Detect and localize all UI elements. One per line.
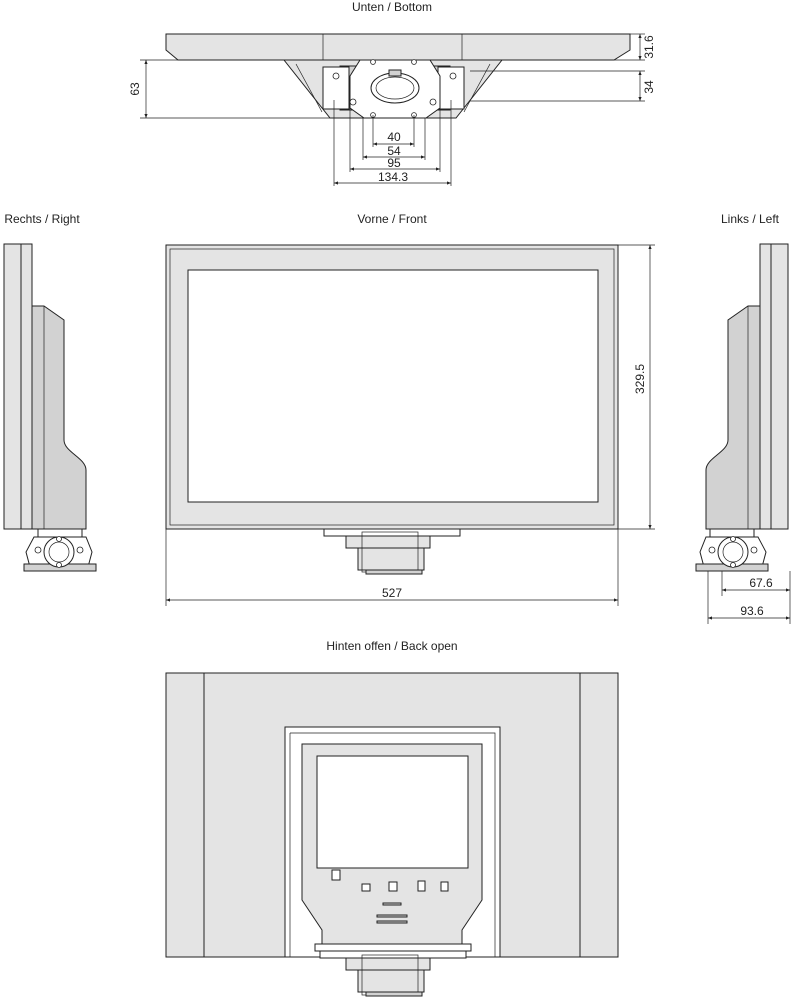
screw-icon bbox=[730, 562, 736, 568]
port-icon bbox=[388, 881, 398, 892]
port-icon bbox=[440, 881, 449, 892]
right-view: Rechts / Right bbox=[3, 212, 97, 572]
screw-icon bbox=[429, 98, 437, 106]
bottom-view-title: Unten / Bottom bbox=[352, 0, 432, 14]
screw-icon bbox=[332, 72, 340, 80]
bottom-view: Unten / Bottom 31.6 3 bbox=[128, 0, 656, 186]
right-view-title: Rechts / Right bbox=[4, 212, 80, 226]
dim-31-6: 31.6 bbox=[642, 35, 656, 59]
dim-67-6: 67.6 bbox=[749, 576, 773, 590]
back-view-title: Hinten offen / Back open bbox=[326, 639, 457, 653]
dim-95: 95 bbox=[387, 156, 401, 170]
screw-icon bbox=[56, 536, 62, 542]
label-plate-icon bbox=[382, 902, 402, 906]
screw-icon bbox=[449, 72, 457, 80]
dim-93-6: 93.6 bbox=[740, 604, 764, 618]
back-display-window bbox=[316, 755, 469, 869]
screw-icon bbox=[750, 546, 758, 554]
dim-34: 34 bbox=[642, 80, 656, 94]
port-icon bbox=[417, 880, 426, 892]
back-view: Hinten offen / Back open bbox=[165, 639, 619, 997]
screw-icon bbox=[349, 98, 357, 106]
dim-527: 527 bbox=[382, 586, 402, 600]
port-icon bbox=[361, 883, 371, 892]
front-screen bbox=[187, 269, 599, 503]
screw-icon bbox=[76, 546, 84, 554]
dim-329-5: 329.5 bbox=[633, 364, 647, 394]
screw-icon bbox=[730, 536, 736, 542]
dim-54: 54 bbox=[387, 144, 401, 158]
left-view-title: Links / Left bbox=[721, 212, 780, 226]
dim-40: 40 bbox=[387, 130, 401, 144]
front-view-title: Vorne / Front bbox=[357, 212, 427, 226]
label-plate-icon bbox=[376, 920, 408, 924]
bottom-view-body bbox=[165, 33, 631, 61]
left-view: Links / Left 67.6 93.6 bbox=[695, 212, 791, 624]
port-icon bbox=[331, 869, 341, 881]
screw-icon bbox=[370, 59, 376, 65]
dim-63: 63 bbox=[128, 82, 142, 96]
label-plate-icon bbox=[376, 914, 408, 918]
screw-icon bbox=[34, 546, 42, 554]
screw-icon bbox=[708, 546, 716, 554]
screw-icon bbox=[411, 59, 417, 65]
front-view: Vorne / Front 329.5 527 bbox=[165, 212, 655, 606]
dim-134-3: 134.3 bbox=[378, 170, 408, 184]
screw-icon bbox=[56, 562, 62, 568]
